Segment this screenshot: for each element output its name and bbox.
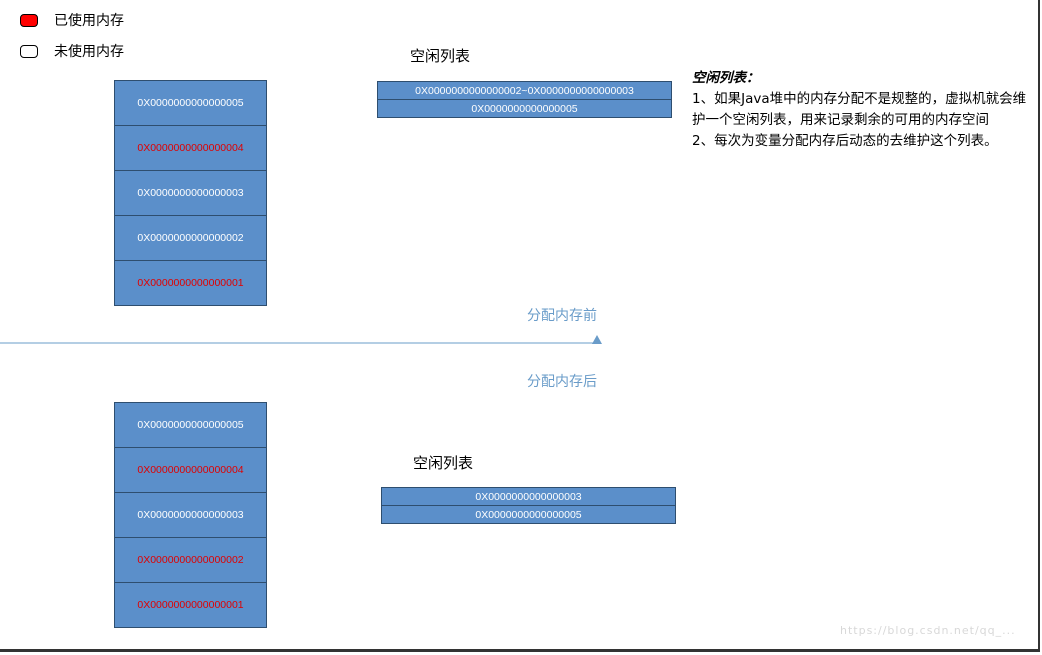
divider-arrow (0, 335, 602, 344)
note-line-2: 2、每次为变量分配内存后动态的去维护这个列表。 (692, 133, 998, 149)
memory-cell: 0X0000000000000005 (115, 403, 266, 447)
free-list-title-after: 空闲列表 (413, 454, 474, 472)
free-list-entry: 0X0000000000000002~0X0000000000000003 (415, 84, 634, 97)
memory-cell: 0X0000000000000002 (115, 537, 266, 582)
arrow-head-icon (592, 335, 602, 344)
after-allocation-label: 分配内存后 (527, 374, 597, 390)
memory-cell: 0X0000000000000003 (115, 170, 266, 215)
used-swatch (20, 13, 38, 27)
memory-cell: 0X0000000000000004 (115, 125, 266, 170)
memory-cell: 0X0000000000000003 (115, 492, 266, 537)
legend-free: 未使用内存 (20, 41, 124, 61)
note-title: 空闲列表： (692, 70, 760, 86)
free-list-title-before: 空闲列表 (410, 47, 471, 65)
memory-cell: 0X0000000000000005 (115, 81, 266, 125)
before-allocation-label: 分配内存前 (527, 308, 597, 324)
free-swatch (20, 44, 38, 58)
free-list-after: 0X0000000000000003 0X0000000000000005 (381, 487, 676, 524)
legend-free-label: 未使用内存 (54, 44, 124, 60)
memory-cell: 0X0000000000000004 (115, 447, 266, 492)
free-list-before: 0X0000000000000002~0X0000000000000003 0X0… (377, 81, 672, 118)
note-line-1: 1、如果Java堆中的内存分配不是规整的，虚拟机就会维护一个空闲列表，用来记录剩… (692, 91, 1027, 128)
free-list-entry: 0X0000000000000005 (378, 99, 671, 117)
legend-used-label: 已使用内存 (54, 13, 124, 29)
memory-cell: 0X0000000000000001 (115, 582, 266, 627)
free-list-entry: 0X0000000000000003 (475, 490, 582, 503)
note: 空闲列表： 1、如果Java堆中的内存分配不是规整的，虚拟机就会维护一个空闲列表… (692, 68, 1037, 152)
memory-cell: 0X0000000000000002 (115, 215, 266, 260)
free-list-entry: 0X0000000000000005 (382, 505, 675, 523)
legend-used: 已使用内存 (20, 10, 124, 30)
watermark: https://blog.csdn.net/qq_... (840, 624, 1016, 637)
memory-cell: 0X0000000000000001 (115, 260, 266, 305)
